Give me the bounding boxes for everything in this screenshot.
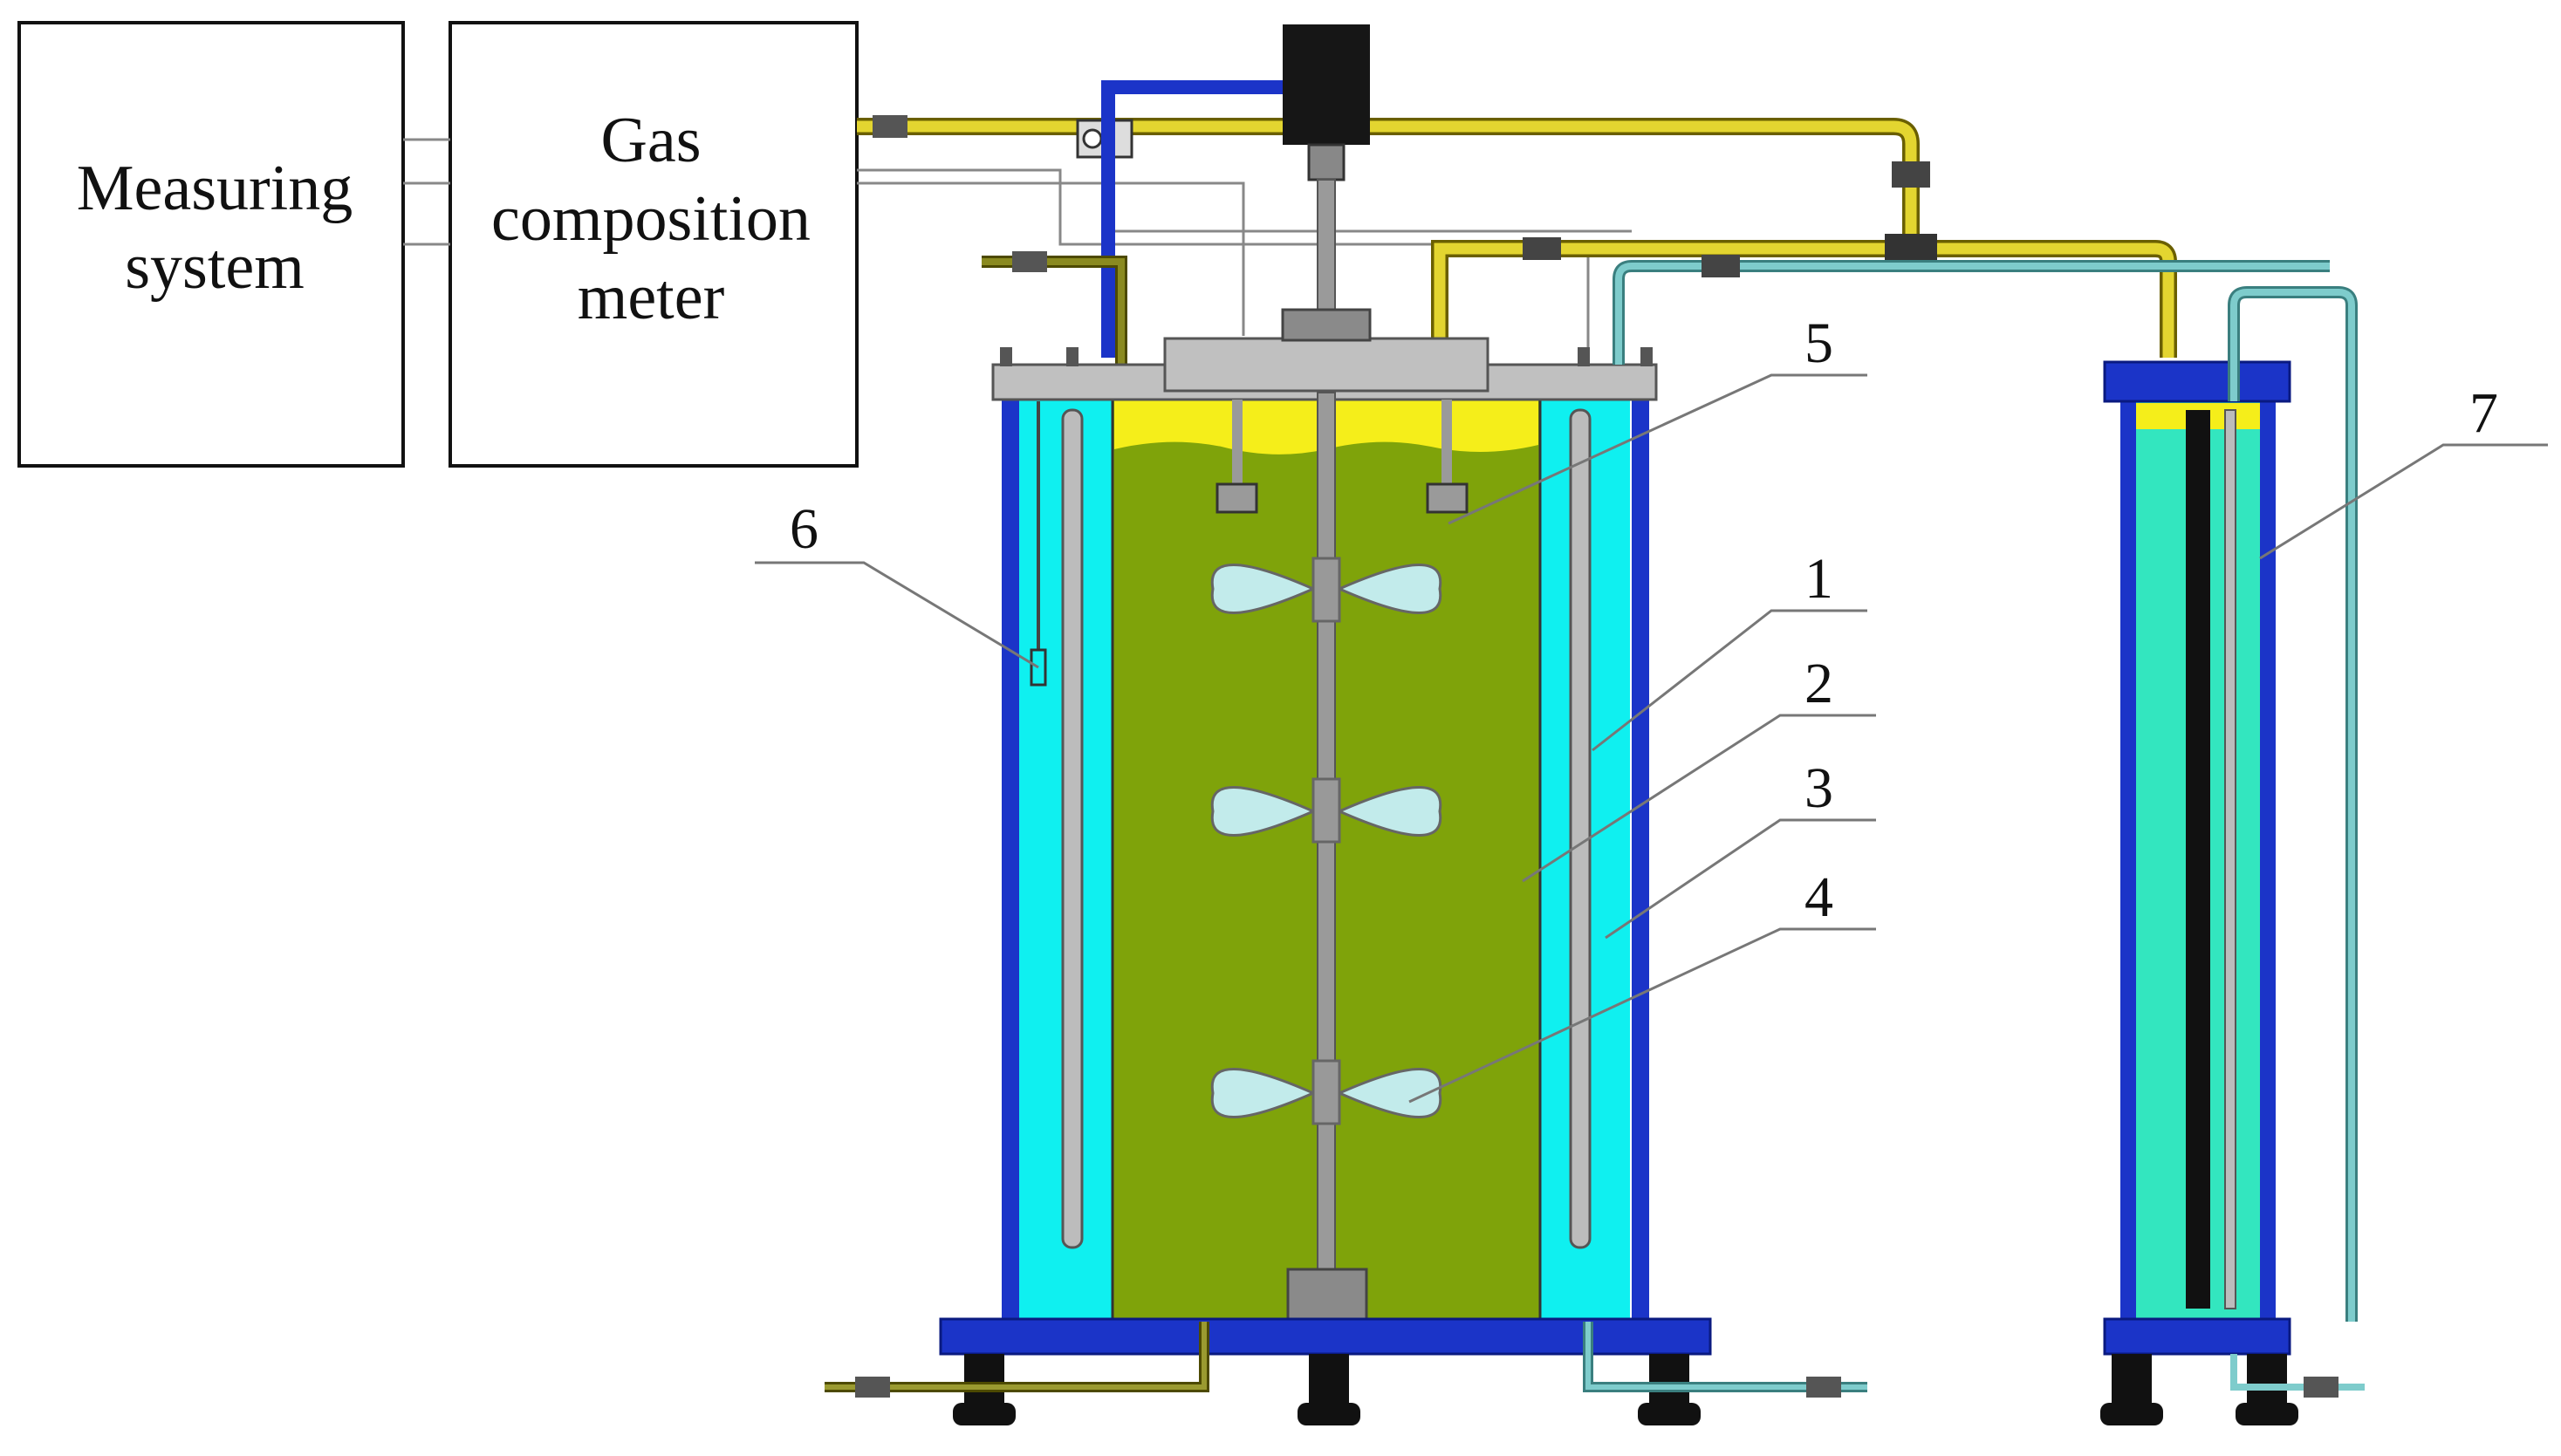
probe-left xyxy=(1215,482,1258,514)
impeller-middle xyxy=(1210,777,1442,844)
measuring-system-label-line1: Measuring xyxy=(77,153,353,224)
reactor-base xyxy=(939,1317,1712,1356)
measuring-system-box: Measuring system xyxy=(17,21,405,468)
callout-6: 6 xyxy=(790,497,818,561)
impeller-top xyxy=(1210,557,1442,623)
callouts xyxy=(755,373,2548,1104)
callout-7: 7 xyxy=(2469,381,2498,445)
callout-4: 4 xyxy=(1804,865,1833,929)
probe-right xyxy=(1426,482,1469,514)
gas-outlet-pipe xyxy=(857,115,2177,393)
gasholder-scale xyxy=(2186,410,2210,1309)
gas-meter-label-line3: meter xyxy=(578,262,724,333)
gasholder xyxy=(2100,286,2365,1425)
impellers xyxy=(1210,557,1442,1125)
callout-5: 5 xyxy=(1804,311,1833,375)
measuring-system-label-line2: system xyxy=(125,231,305,303)
gas-meter-label-line2: composition xyxy=(491,183,811,255)
drain-pipes xyxy=(825,255,2330,1398)
callout-2: 2 xyxy=(1804,652,1833,715)
reactor-vessel xyxy=(939,308,1712,1425)
gas-meter-label-line1: Gas xyxy=(600,105,701,176)
impeller-bottom xyxy=(1210,1059,1442,1125)
stirrer-motor xyxy=(1283,24,1370,311)
gas-composition-meter-box: Gas composition meter xyxy=(449,21,859,468)
heater-tube-left xyxy=(1061,408,1084,1249)
callout-1: 1 xyxy=(1804,547,1833,611)
callout-3: 3 xyxy=(1804,756,1833,820)
heater-tube-right xyxy=(1569,408,1592,1249)
